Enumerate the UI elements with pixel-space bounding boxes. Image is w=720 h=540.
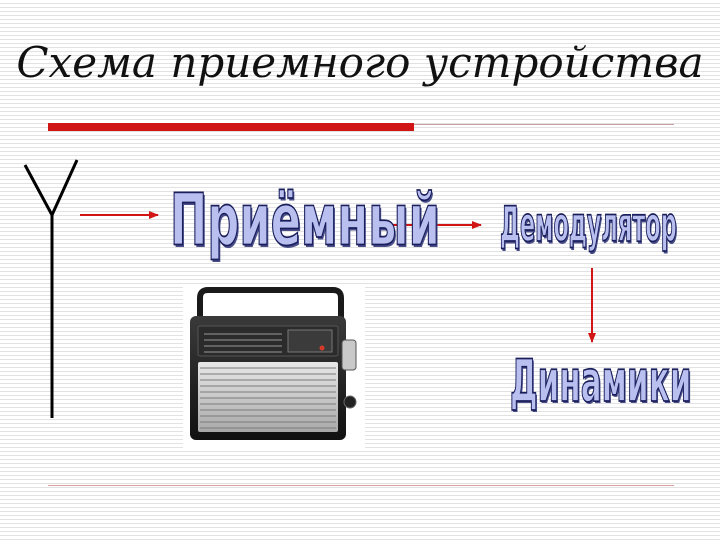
demodulator-block: Демодулятор [500,197,678,254]
radio-image [183,287,365,449]
bottom-rule [48,485,674,486]
slide-title: Схема приемного устройства [16,38,704,87]
title-underline-red [48,123,414,131]
title-underline-thin [414,124,674,125]
antenna-icon [23,159,79,418]
receiver-block: Приёмный [169,177,440,263]
speakers-block: Динамики [510,347,692,415]
